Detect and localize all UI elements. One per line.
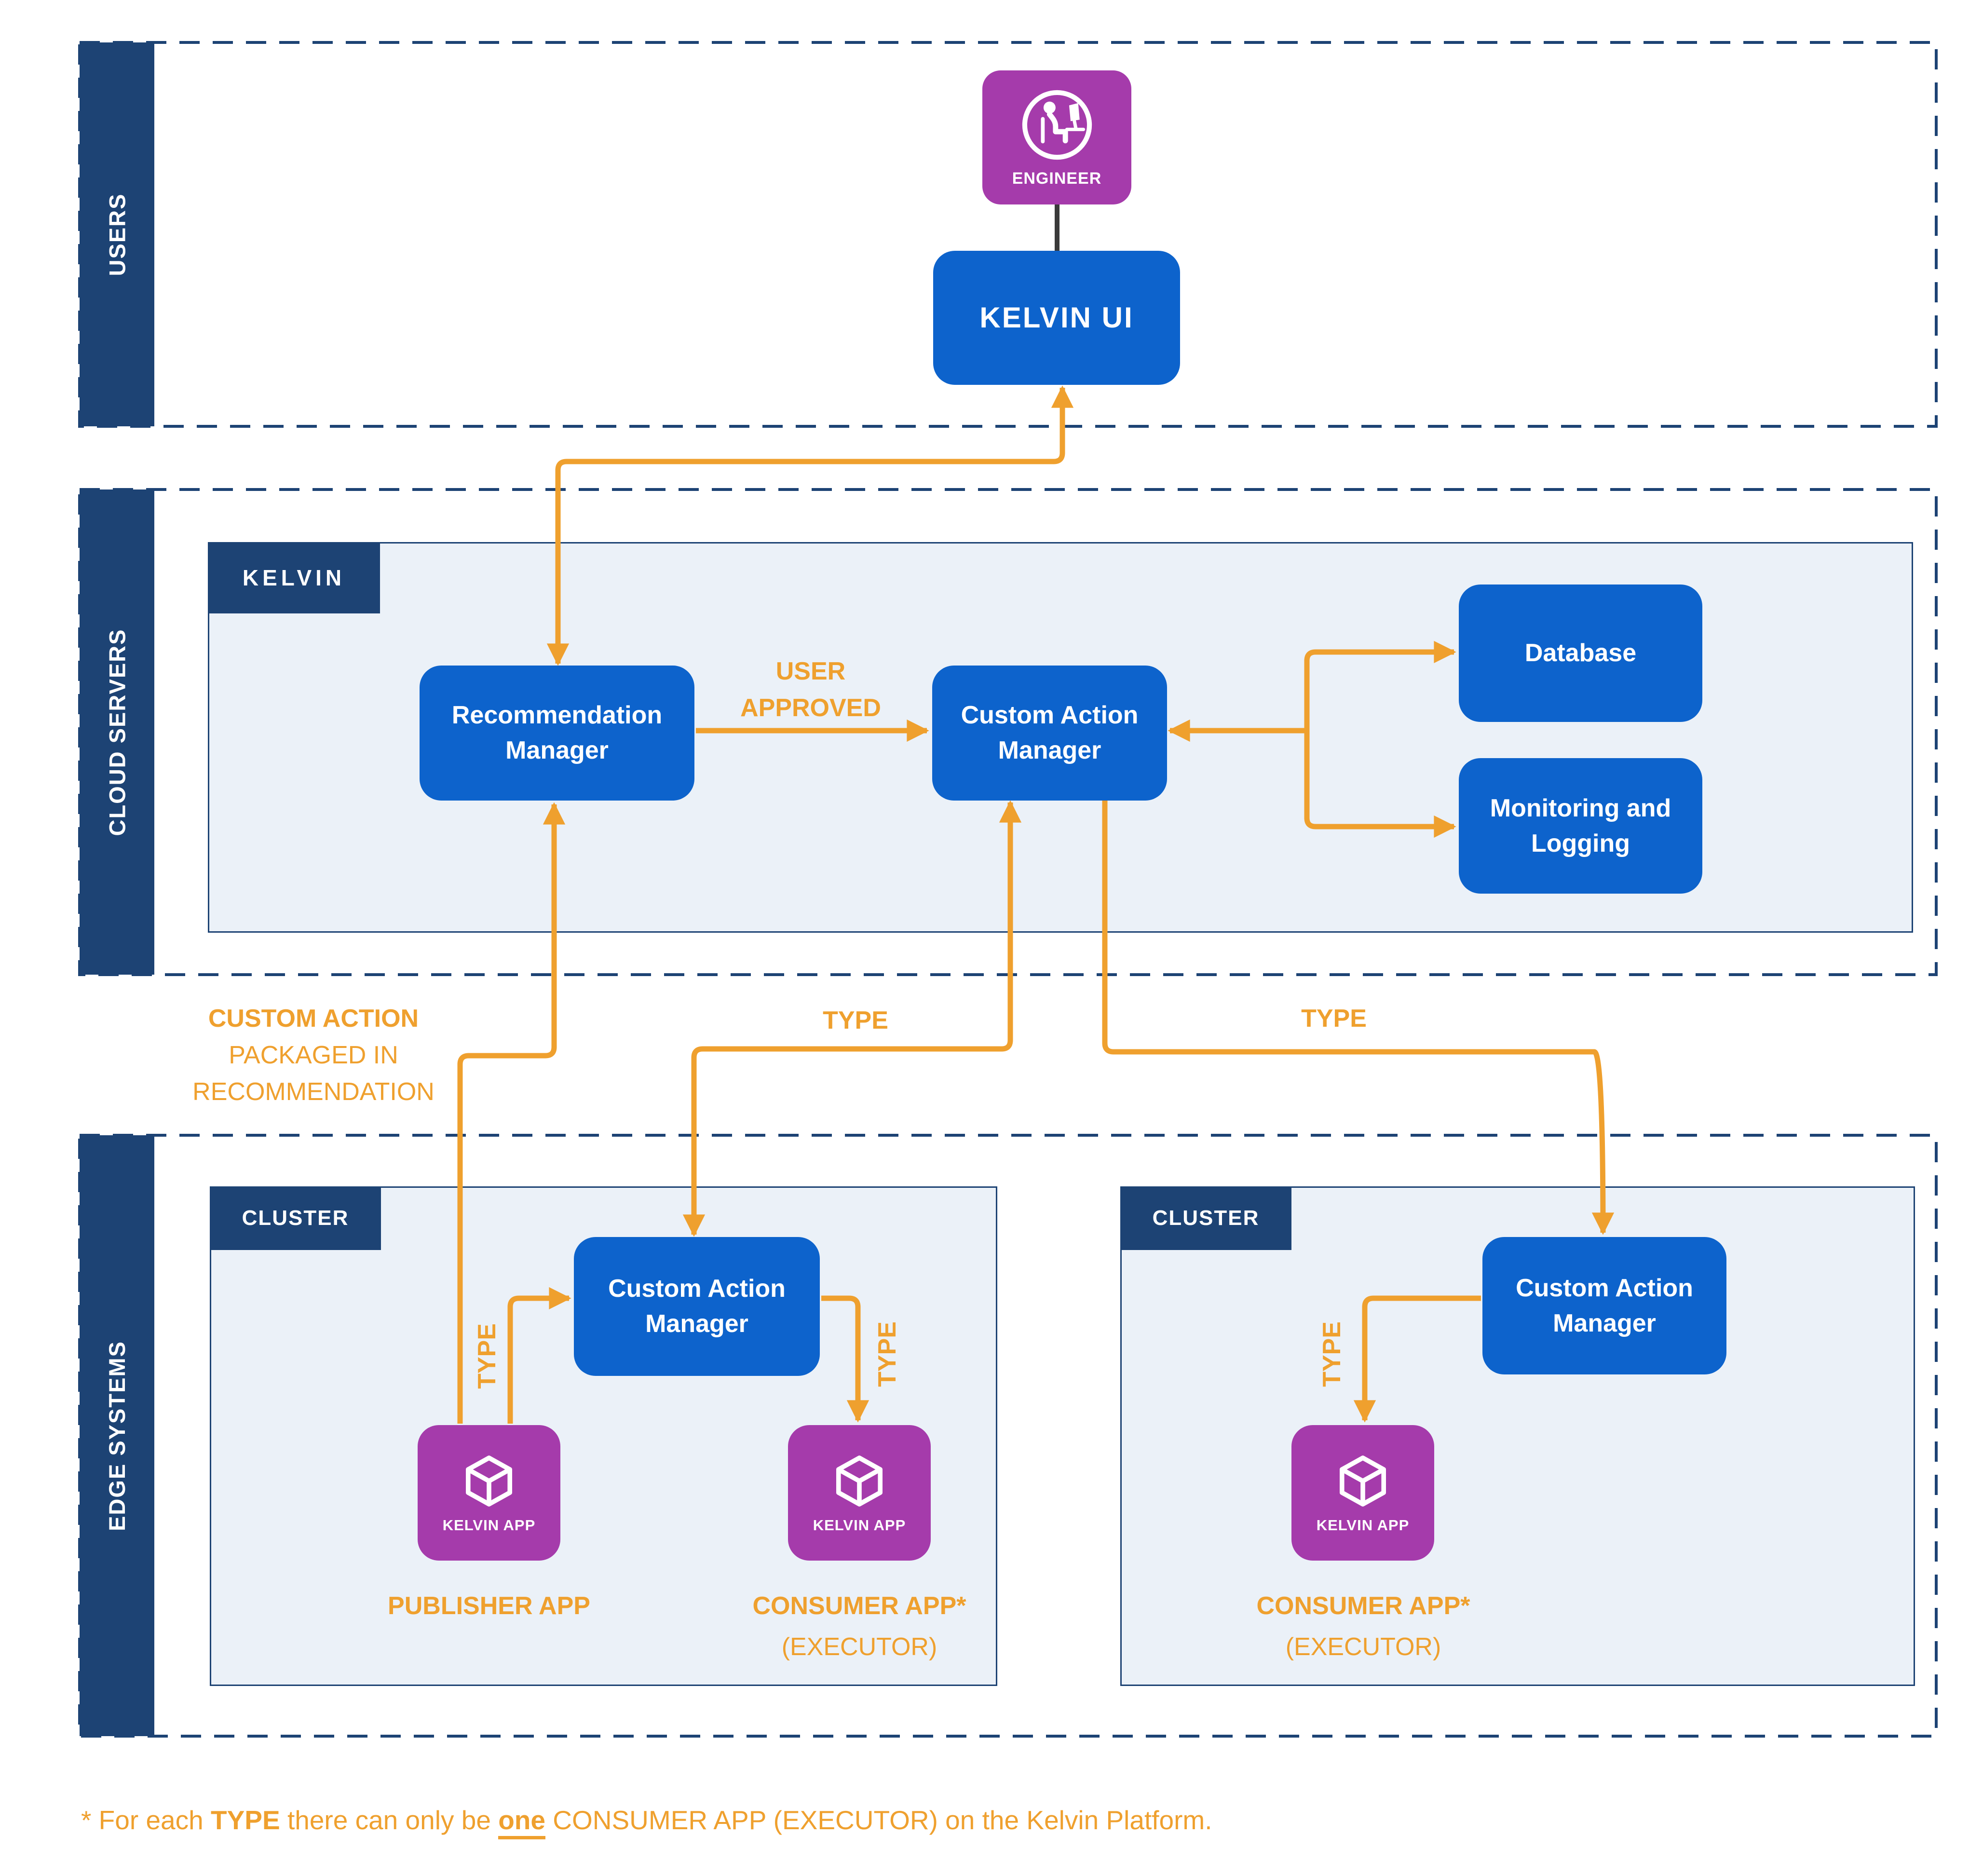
band-edge-systems-label: EDGE SYSTEMS — [104, 1340, 130, 1531]
kelvin-ui-label: KELVIN UI — [979, 301, 1134, 334]
footnote-post: CONSUMER APP (EXECUTOR) on the Kelvin Pl… — [545, 1805, 1212, 1835]
band-cloud-servers-label: CLOUD SERVERS — [104, 628, 130, 836]
publisher-kelvin-app-node: KELVIN APP — [418, 1425, 560, 1561]
custom-action-packaged-label: CUSTOM ACTION PACKAGED IN RECOMMENDATION — [192, 1000, 435, 1110]
cluster1-panel-label: CLUSTER — [242, 1206, 349, 1230]
kelvin-panel-label: KELVIN — [242, 565, 346, 590]
consumer2-app-caption: CONSUMER APP* — [1256, 1592, 1470, 1620]
cluster2-panel-label: CLUSTER — [1152, 1206, 1260, 1230]
kelvin-ui-node: KELVIN UI — [933, 251, 1180, 385]
type-label-cluster1-feed: TYPE — [823, 1006, 888, 1034]
consumer2-app-badge: KELVIN APP — [1316, 1516, 1410, 1534]
band-edge-systems: EDGE SYSTEMS — [80, 1135, 154, 1736]
custom-action-manager-cluster1-node: Custom Action Manager — [574, 1237, 820, 1376]
consumer2-app-subcaption: (EXECUTOR) — [1285, 1633, 1441, 1661]
consumer1-app-caption: CONSUMER APP* — [752, 1592, 966, 1620]
engineer-label: ENGINEER — [1012, 169, 1102, 188]
custom-action-packaged-line3: RECOMMENDATION — [192, 1078, 435, 1106]
consumer1-app-badge: KELVIN APP — [813, 1516, 906, 1534]
type-label-cluster2-feed: TYPE — [1301, 1005, 1367, 1033]
custom-action-manager-cluster2-label: Custom Action Manager — [1516, 1274, 1693, 1337]
custom-action-manager-cloud-label: Custom Action Manager — [961, 701, 1139, 764]
engineer-node: ENGINEER — [982, 70, 1131, 204]
custom-action-packaged-line1: CUSTOM ACTION — [208, 1005, 419, 1033]
footnote-type: TYPE — [211, 1805, 280, 1835]
custom-action-packaged-line2: PACKAGED IN — [229, 1041, 398, 1069]
publisher-app-badge: KELVIN APP — [442, 1516, 536, 1534]
publisher-app-caption: PUBLISHER APP — [388, 1592, 590, 1620]
engineer-at-desk-icon — [1019, 87, 1095, 163]
footnote: * For each TYPE there can only be one CO… — [81, 1805, 1212, 1839]
band-users-label: USERS — [104, 193, 130, 276]
monitoring-logging-label: Monitoring and Logging — [1490, 794, 1671, 857]
database-label: Database — [1524, 639, 1637, 667]
cube-icon — [460, 1452, 518, 1510]
custom-action-manager-cluster2-node: Custom Action Manager — [1482, 1237, 1726, 1374]
type-label-cam1-consumer: TYPE — [873, 1321, 901, 1387]
cluster1-panel-tab: CLUSTER — [210, 1186, 381, 1250]
consumer1-app-subcaption: (EXECUTOR) — [781, 1633, 937, 1661]
band-cloud-servers: CLOUD SERVERS — [80, 489, 154, 975]
user-approved-label: USER APPROVED — [740, 653, 881, 726]
type-label-publisher-cam1: TYPE — [473, 1323, 501, 1389]
cube-icon — [830, 1452, 888, 1510]
cube-icon — [1334, 1452, 1392, 1510]
recommendation-manager-node: Recommendation Manager — [420, 666, 694, 801]
custom-action-manager-cloud-node: Custom Action Manager — [932, 666, 1167, 801]
database-node: Database — [1459, 585, 1702, 722]
user-approved-line1: USER — [775, 657, 846, 685]
consumer2-kelvin-app-node: KELVIN APP — [1291, 1425, 1434, 1561]
consumer1-kelvin-app-node: KELVIN APP — [788, 1425, 931, 1561]
kelvin-panel-tab: KELVIN — [208, 542, 380, 613]
footnote-pre: * For each — [81, 1805, 211, 1835]
band-users: USERS — [80, 42, 154, 426]
custom-action-manager-cluster1-label: Custom Action Manager — [608, 1275, 786, 1338]
type-label-cam2-consumer: TYPE — [1318, 1321, 1346, 1387]
recommendation-manager-label: Recommendation Manager — [451, 701, 663, 764]
monitoring-logging-node: Monitoring and Logging — [1459, 758, 1702, 894]
user-approved-line2: APPROVED — [740, 694, 881, 722]
footnote-mid: there can only be — [280, 1805, 499, 1835]
cluster2-panel-tab: CLUSTER — [1120, 1186, 1291, 1250]
footnote-one: one — [498, 1805, 545, 1839]
